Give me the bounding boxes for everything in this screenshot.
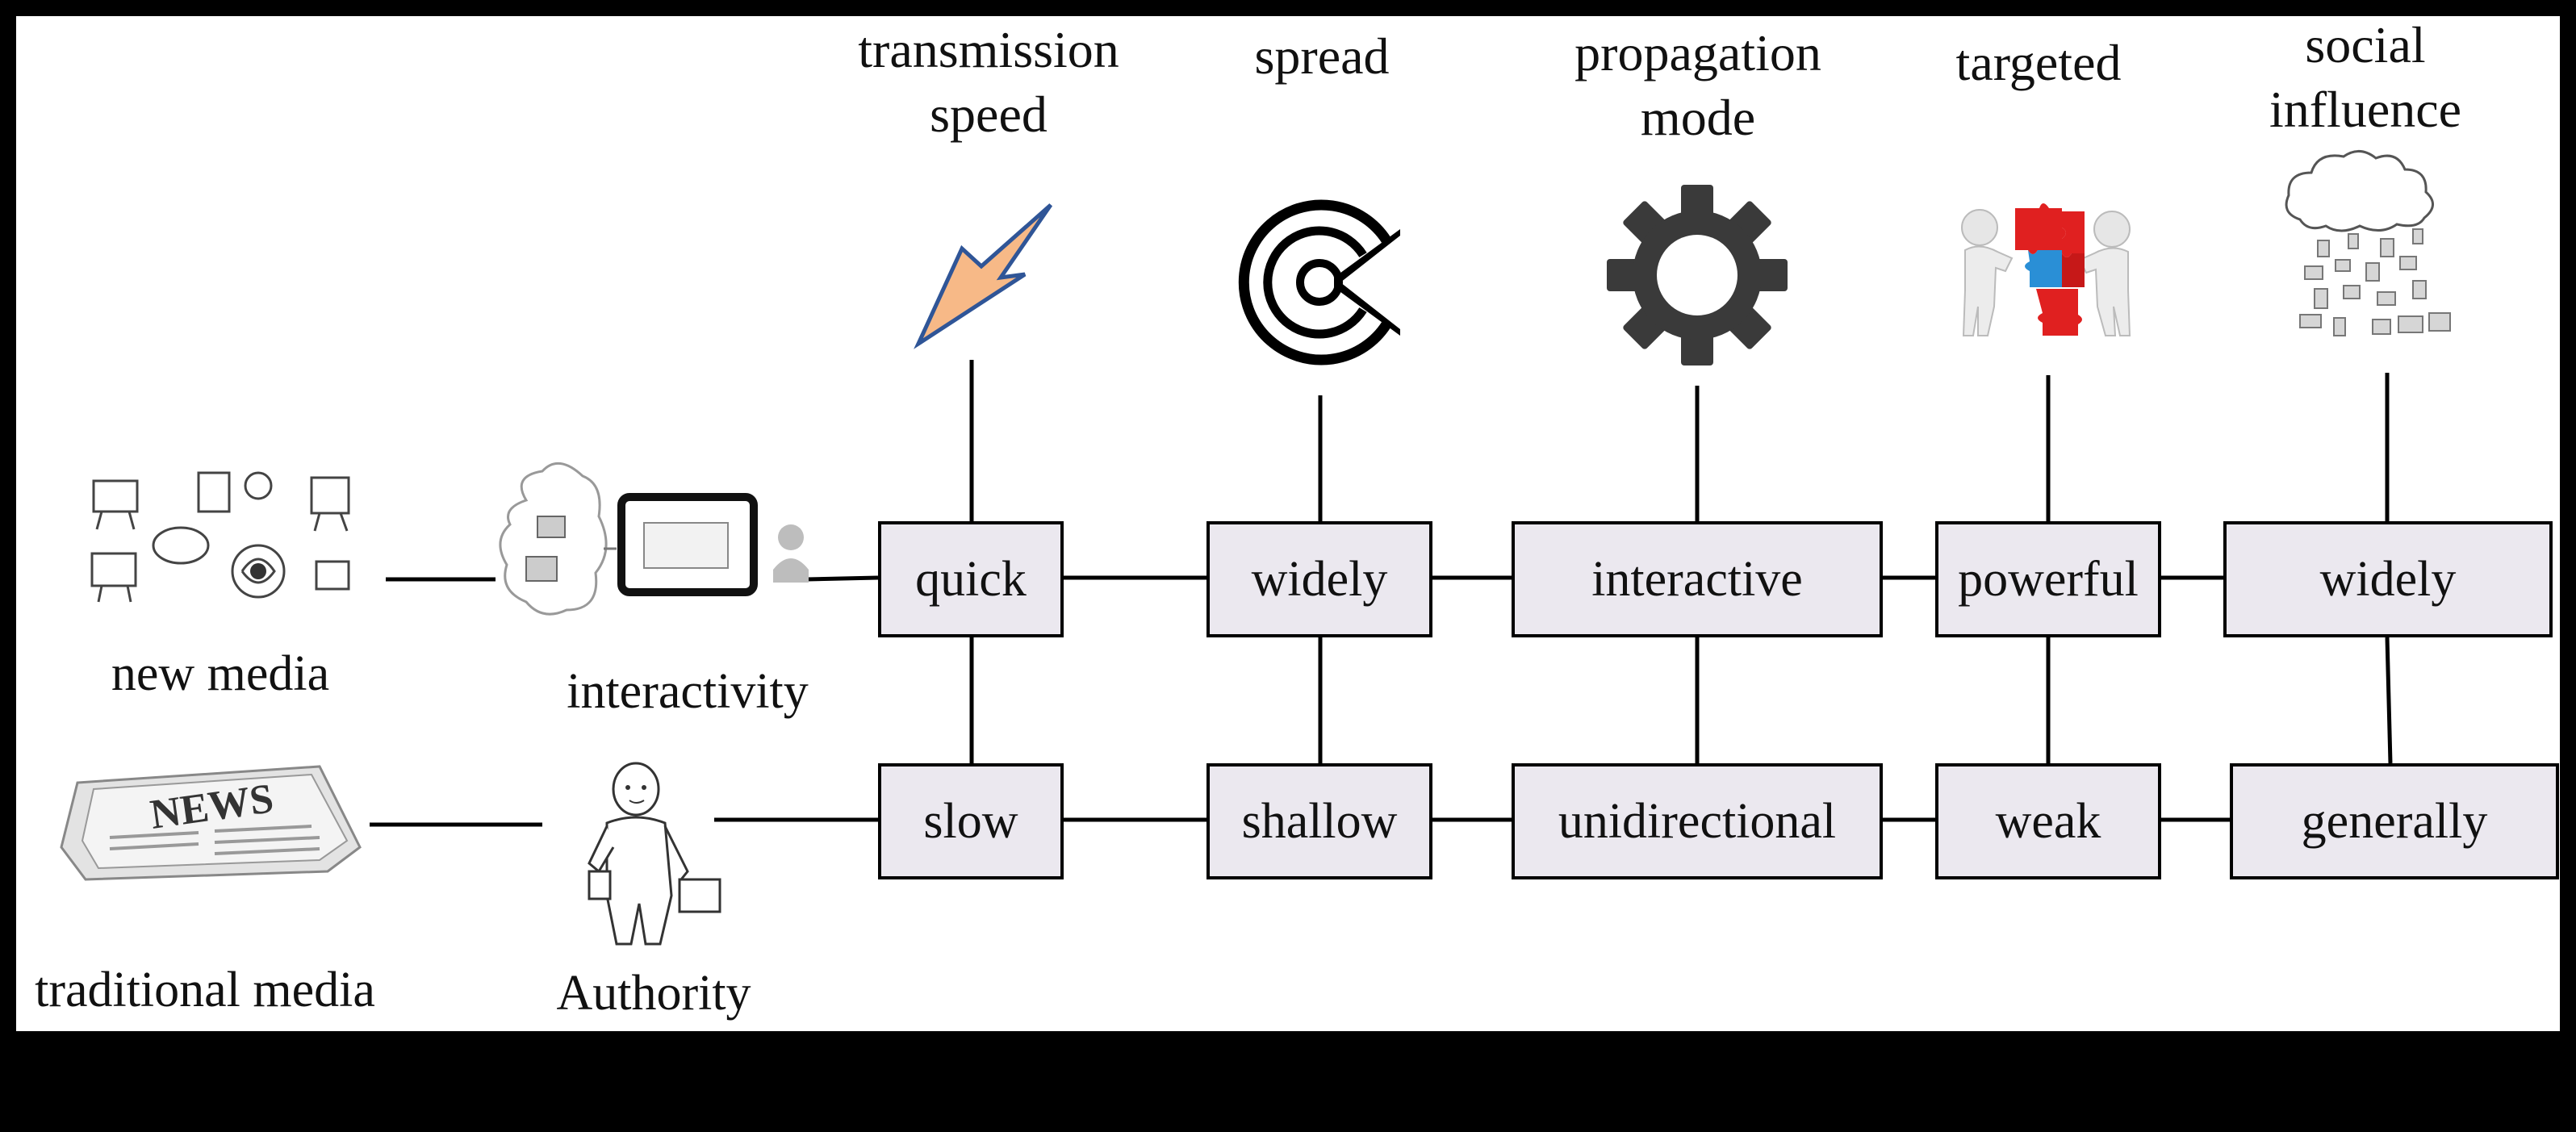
connector-interactivity-quick <box>806 575 879 582</box>
header-targeted: targeted <box>1956 31 2122 95</box>
connector-widely-generally <box>2385 637 2393 764</box>
label-interactivity: interactivity <box>567 664 809 719</box>
header-spread: spread <box>1254 24 1389 89</box>
newspaper-icon: NEWS <box>60 765 362 881</box>
box-new-interactive-text: interactive <box>1591 551 1803 607</box>
box-trad-weak: weak <box>1935 763 2161 879</box>
box-new-powerful-text: powerful <box>1958 551 2139 607</box>
gear-icon <box>1607 185 1788 365</box>
box-trad-unidirectional-text: unidirectional <box>1558 793 1837 849</box>
box-new-interactive: interactive <box>1512 521 1883 637</box>
businessman-icon <box>588 762 721 946</box>
box-new-quick: quick <box>878 521 1064 637</box>
box-new-quick-text: quick <box>915 551 1027 607</box>
header-transmission-speed: transmission speed <box>858 18 1119 147</box>
label-new-media: new media <box>111 646 330 701</box>
label-traditional-media: traditional media <box>35 963 375 1017</box>
header-social-influence: social influence <box>2269 13 2461 142</box>
box-trad-shallow: shallow <box>1206 763 1432 879</box>
label-authority: Authority <box>556 966 751 1021</box>
box-trad-shallow-text: shallow <box>1241 793 1398 849</box>
box-new-powerful: powerful <box>1935 521 2161 637</box>
header-transmission-line2: speed <box>930 86 1048 143</box>
box-trad-weak-text: weak <box>1995 793 2101 849</box>
puzzle-people-icon <box>1961 203 2131 336</box>
cloud-devices-icon <box>2285 150 2451 336</box>
header-propagation-mode: propagation mode <box>1574 21 1821 150</box>
box-new-widely-text: widely <box>1251 551 1388 607</box>
devices-sketch-icon <box>90 471 350 603</box>
concentric-circles-icon <box>1238 199 1400 365</box>
box-trad-generally: generally <box>2230 763 2559 879</box>
box-new-social-widely-text: widely <box>2319 551 2457 607</box>
box-new-social-widely: widely <box>2223 521 2553 637</box>
header-propagation-line2: mode <box>1640 89 1756 146</box>
lightning-icon <box>914 203 1053 349</box>
header-targeted-line1: targeted <box>1955 34 2122 91</box>
cloud-tablet-icon <box>499 462 809 616</box>
box-new-widely: widely <box>1206 521 1432 637</box>
header-social-line2: influence <box>2269 81 2462 138</box>
header-transmission-line1: transmission <box>858 21 1119 78</box>
header-social-line1: social <box>2305 16 2426 73</box>
box-trad-slow: slow <box>878 763 1064 879</box>
box-trad-unidirectional: unidirectional <box>1512 763 1883 879</box>
header-propagation-line1: propagation <box>1574 24 1821 81</box>
box-trad-slow-text: slow <box>923 793 1018 849</box>
box-trad-generally-text: generally <box>2301 793 2488 849</box>
header-spread-line1: spread <box>1254 27 1390 85</box>
